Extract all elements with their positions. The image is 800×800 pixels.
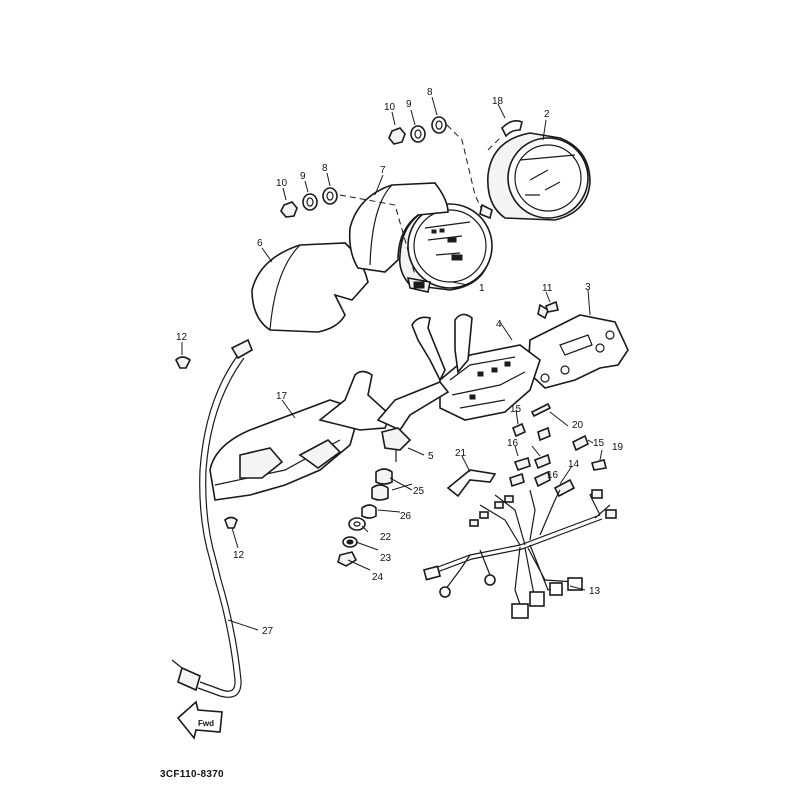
leader-lines xyxy=(181,96,603,631)
callout-23: 23 xyxy=(380,553,392,564)
callout-18: 18 xyxy=(492,96,504,107)
meter-bracket-3 xyxy=(527,314,629,389)
callout-12a: 12 xyxy=(176,332,188,343)
callout-19: 19 xyxy=(612,442,624,453)
callout-16b: 16 xyxy=(547,470,559,481)
washer-set-upper xyxy=(388,116,447,145)
callout-20: 20 xyxy=(572,420,584,431)
callout-15a: 15 xyxy=(510,404,522,415)
speedometer-cable-27 xyxy=(171,338,254,698)
switch-5 xyxy=(381,427,412,451)
callout-9a: 9 xyxy=(406,99,412,110)
callout-8b: 8 xyxy=(322,163,328,174)
screw-12-upper xyxy=(175,356,192,369)
wire-harness-13 xyxy=(422,489,617,619)
callout-16a: 16 xyxy=(507,438,519,449)
callout-27: 27 xyxy=(262,626,274,637)
callout-21: 21 xyxy=(455,448,467,459)
callout-1: 1 xyxy=(479,283,485,294)
bracket-21 xyxy=(446,469,497,498)
callout-4: 4 xyxy=(496,319,502,330)
lower-panel-17 xyxy=(209,370,450,501)
callout-24: 24 xyxy=(372,572,384,583)
callout-15b: 15 xyxy=(593,438,605,449)
diagram-part-code: 3CF110-8370 xyxy=(160,769,224,780)
callout-25: 25 xyxy=(413,486,425,497)
callout-11: 11 xyxy=(542,283,553,294)
callout-6: 6 xyxy=(257,238,263,249)
callout-26: 26 xyxy=(400,511,412,522)
callout-9b: 9 xyxy=(300,171,306,182)
speedometer-assembly xyxy=(398,203,493,293)
callout-22: 22 xyxy=(380,532,392,543)
washer-set-lower xyxy=(280,187,338,218)
callout-5: 5 xyxy=(428,451,434,462)
callout-17: 17 xyxy=(276,391,288,402)
screw-20 xyxy=(530,402,552,418)
bulb-sockets xyxy=(509,422,607,498)
callout-12b: 12 xyxy=(233,550,245,561)
callout-7: 7 xyxy=(380,165,386,176)
screw-11 xyxy=(545,300,559,313)
fwd-label: Fwd xyxy=(198,719,214,728)
meter-cover-6 xyxy=(251,242,369,333)
callout-numbers: 1 2 3 4 5 6 7 8 8 9 9 10 10 11 12 12 13 … xyxy=(176,87,624,637)
callout-3: 3 xyxy=(585,282,591,293)
meter-cover-7 xyxy=(348,182,449,273)
callout-2: 2 xyxy=(544,109,550,120)
callout-10a: 10 xyxy=(384,102,396,113)
callout-14: 14 xyxy=(568,459,580,470)
grommet-parts xyxy=(337,468,393,567)
screw-12-lower xyxy=(224,516,238,529)
callout-8a: 8 xyxy=(427,87,433,98)
callout-13: 13 xyxy=(589,586,601,597)
indicator-housing-4 xyxy=(411,313,541,421)
callout-10b: 10 xyxy=(276,178,288,189)
tachometer-assembly xyxy=(479,132,591,221)
fwd-arrow-icon: Fwd xyxy=(176,700,223,740)
clip-18 xyxy=(501,120,523,138)
